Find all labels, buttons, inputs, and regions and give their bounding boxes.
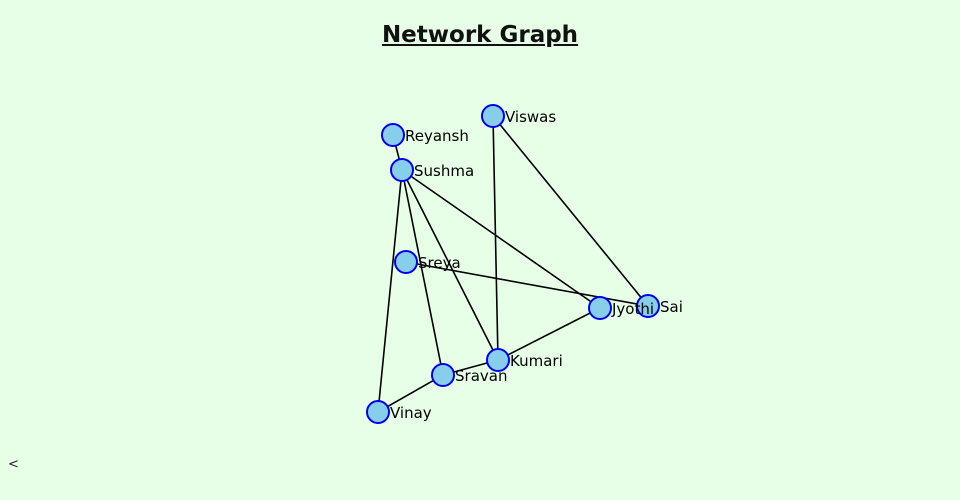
node-kumari[interactable] xyxy=(486,348,510,372)
node-label: Reyansh xyxy=(405,127,469,145)
edge-viswas-kumari xyxy=(492,115,499,361)
node-sushma[interactable] xyxy=(390,158,414,182)
node-label: Vinay xyxy=(390,404,432,422)
node-sravan[interactable] xyxy=(431,363,455,387)
node-viswas[interactable] xyxy=(481,104,505,128)
node-label: Sravan xyxy=(455,367,507,385)
edge-sushma-jyothi xyxy=(401,169,601,309)
edge-sushma-sravan xyxy=(401,169,444,376)
node-sai[interactable] xyxy=(636,294,660,318)
node-label: Sai xyxy=(660,298,683,316)
node-reyansh[interactable] xyxy=(381,123,405,147)
node-label: Viswas xyxy=(505,108,556,126)
page-title: Network Graph xyxy=(381,22,579,48)
edge-sushma-vinay xyxy=(377,169,403,413)
edge-sushma-kumari xyxy=(401,169,499,361)
edge-sreya-sai xyxy=(405,261,649,307)
node-label: Sushma xyxy=(414,162,474,180)
nodes-layer xyxy=(366,104,660,424)
node-sreya[interactable] xyxy=(394,250,418,274)
node-vinay[interactable] xyxy=(366,400,390,424)
node-label: Jyothi xyxy=(611,300,654,318)
node-label: Kumari xyxy=(510,352,563,370)
node-label: Sreya xyxy=(418,254,461,272)
node-jyothi[interactable] xyxy=(588,296,612,320)
edge-jyothi-kumari xyxy=(497,307,601,361)
edges-layer xyxy=(377,115,649,413)
edge-sravan-vinay xyxy=(377,374,444,413)
back-link[interactable]: < xyxy=(8,457,19,472)
edge-viswas-sai xyxy=(492,115,649,307)
